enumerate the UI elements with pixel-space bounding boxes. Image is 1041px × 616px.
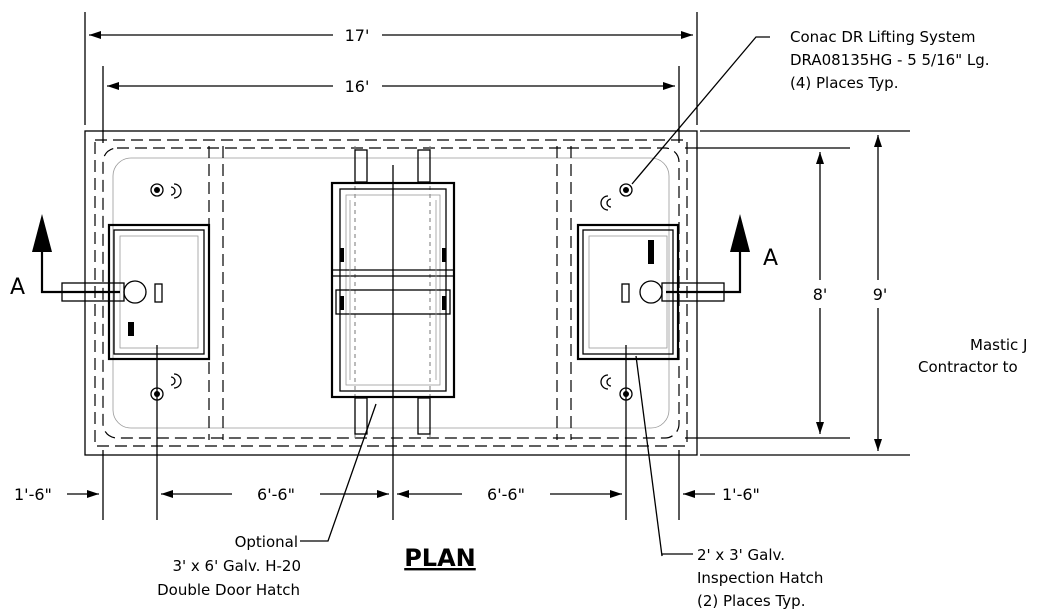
overall-width-dimension: 9': [873, 285, 888, 304]
lifting-insert-icon: [150, 373, 182, 401]
callout-line: 3' x 6' Galv. H-20: [172, 557, 301, 575]
leader-lines: [300, 36, 770, 557]
center-lines: [156, 165, 627, 520]
lifting-inserts: [150, 183, 633, 401]
lifting-insert-icon: [600, 374, 633, 401]
section-marker-left: [32, 214, 125, 302]
section-label-right: A: [763, 246, 778, 271]
inspection-hatch-right: [576, 223, 680, 361]
section-label-left: A: [10, 275, 25, 300]
callout-line: Double Door Hatch: [157, 581, 300, 599]
left-offset-dimension: 1'-6": [14, 485, 52, 504]
double-door-hatch-callout: Optional 3' x 6' Galv. H-20 Double Door …: [157, 533, 301, 599]
drawing-title: PLAN: [404, 544, 476, 572]
inspection-hatch-callout: 2' x 3' Galv. Inspection Hatch (2) Place…: [697, 546, 823, 610]
lifting-system-callout: Conac DR Lifting System DRA08135HG - 5 5…: [790, 28, 990, 92]
lifting-insert-icon: [600, 183, 633, 211]
mastic-callout: Mastic J Contractor to: [918, 336, 1027, 376]
overall-length-dimension: 17': [345, 26, 370, 45]
lifting-insert-icon: [150, 183, 182, 199]
slab-outline: [84, 130, 698, 456]
callout-line: Optional: [235, 533, 298, 551]
bottom-dimension-lines: [67, 450, 715, 520]
callout-line: Mastic J: [970, 336, 1027, 354]
inner-width-dimension: 8': [813, 285, 828, 304]
left-spacing-dimension: 6'-6": [257, 485, 295, 504]
inner-length-dimension: 16': [345, 77, 370, 96]
section-marker-right: [661, 214, 750, 302]
callout-line: (2) Places Typ.: [697, 592, 805, 610]
top-dimension-lines: [84, 12, 698, 143]
callout-line: Contractor to: [918, 358, 1018, 376]
hidden-beams: [208, 146, 572, 440]
callout-line: Inspection Hatch: [697, 569, 823, 587]
callout-line: (4) Places Typ.: [790, 74, 898, 92]
callout-line: 2' x 3' Galv.: [697, 546, 785, 564]
right-offset-dimension: 1'-6": [722, 485, 760, 504]
callout-line: Conac DR Lifting System: [790, 28, 975, 46]
side-dimension-lines: [685, 130, 910, 456]
callout-line: DRA08135HG - 5 5/16" Lg.: [790, 51, 990, 69]
right-spacing-dimension: 6'-6": [487, 485, 525, 504]
